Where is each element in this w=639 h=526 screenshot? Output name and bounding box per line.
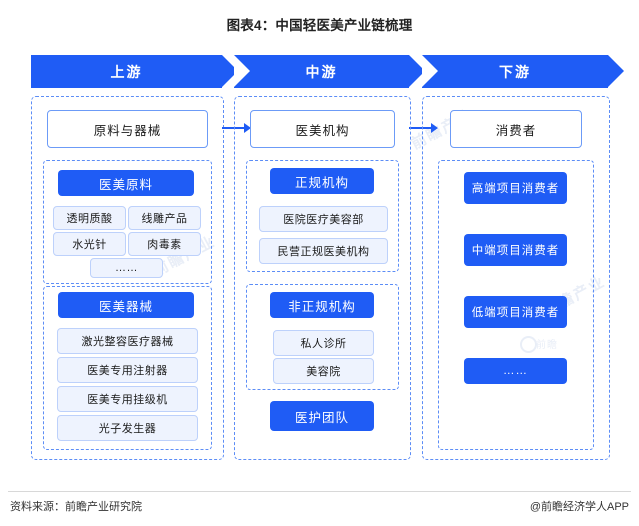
upstream-head-label: 原料与器械 xyxy=(93,123,162,138)
upstream-group-materials xyxy=(43,160,212,284)
midstream-informal-item-1: 美容院 xyxy=(273,358,374,384)
column-upstream xyxy=(31,96,224,460)
upstream-device-item-3: 光子发生器 xyxy=(57,415,198,441)
page-title: 图表4：中国轻医美产业链梳理 xyxy=(226,18,413,33)
upstream-material-item-2: 水光针 xyxy=(53,232,126,256)
upstream-materials-title-label: 医美原料 xyxy=(98,177,153,192)
downstream-head-box: 消费者 xyxy=(450,110,582,148)
upstream-device-label-1: 医美专用注射器 xyxy=(87,365,168,377)
downstream-group-consumers xyxy=(438,160,594,450)
connector-midstream-to-downstream xyxy=(409,123,438,133)
midstream-informal-title-label: 非正规机构 xyxy=(288,299,356,314)
connector-upstream-to-midstream xyxy=(222,123,251,133)
upstream-device-item-0: 激光整容医疗器械 xyxy=(57,328,198,354)
column-midstream xyxy=(234,96,411,460)
watermark-4: 前瞻 xyxy=(536,340,558,351)
banner-upstream: 上游 xyxy=(31,55,238,88)
upstream-material-label-2: 水光针 xyxy=(72,239,107,251)
upstream-device-label-2: 医美专用挂级机 xyxy=(87,394,168,406)
midstream-informal-label-0: 私人诊所 xyxy=(300,338,347,350)
midstream-informal-label-1: 美容院 xyxy=(306,366,341,378)
downstream-head-label: 消费者 xyxy=(495,123,537,138)
midstream-head-label: 医美机构 xyxy=(295,123,350,138)
upstream-materials-title: 医美原料 xyxy=(58,170,194,196)
midstream-formal-label-1: 民营正规医美机构 xyxy=(277,246,370,258)
downstream-consumer-label-3: …… xyxy=(503,365,528,377)
column-downstream xyxy=(422,96,610,460)
watermark-logo-icon xyxy=(520,336,537,353)
banner-downstream-label: 下游 xyxy=(499,63,531,80)
brand-note: @前瞻经济学人APP xyxy=(529,501,629,513)
downstream-consumer-label-2: 低端项目消费者 xyxy=(471,307,560,319)
midstream-group-formal xyxy=(246,160,399,272)
midstream-informal-title: 非正规机构 xyxy=(270,292,374,318)
midstream-formal-label-0: 医院医疗美容部 xyxy=(283,214,364,226)
downstream-consumer-label-0: 高端项目消费者 xyxy=(471,183,560,195)
downstream-consumer-0: 高端项目消费者 xyxy=(464,172,567,204)
upstream-group-devices xyxy=(43,286,212,450)
midstream-formal-item-1: 民营正规医美机构 xyxy=(259,238,388,264)
midstream-formal-title-label: 正规机构 xyxy=(294,175,349,190)
upstream-device-item-2: 医美专用挂级机 xyxy=(57,386,198,412)
upstream-material-label-1: 线雕产品 xyxy=(141,213,188,225)
upstream-head-box: 原料与器械 xyxy=(47,110,208,148)
banner-midstream-label: 中游 xyxy=(305,63,338,80)
midstream-team-box: 医护团队 xyxy=(270,401,374,431)
upstream-material-label-3: 肉毒素 xyxy=(147,239,182,251)
source-note: 资料来源：前瞻产业研究院 xyxy=(10,501,142,513)
upstream-material-item-1: 线雕产品 xyxy=(128,206,201,230)
midstream-formal-item-0: 医院医疗美容部 xyxy=(259,206,388,232)
footer-divider xyxy=(8,491,631,492)
banner-midstream: 中游 xyxy=(234,55,425,88)
midstream-head-box: 医美机构 xyxy=(250,110,395,148)
upstream-device-label-3: 光子发生器 xyxy=(98,423,157,435)
downstream-consumer-3: …… xyxy=(464,358,567,384)
upstream-material-label-0: 透明质酸 xyxy=(66,213,113,225)
downstream-consumer-2: 低端项目消费者 xyxy=(464,296,567,328)
midstream-formal-title: 正规机构 xyxy=(270,168,374,194)
upstream-devices-title-label: 医美器械 xyxy=(98,299,153,314)
banner-downstream: 下游 xyxy=(422,55,624,88)
midstream-group-informal xyxy=(246,284,399,390)
upstream-material-label-4: …… xyxy=(115,262,138,274)
upstream-material-item-4: …… xyxy=(90,258,163,278)
upstream-devices-title: 医美器械 xyxy=(58,292,194,318)
upstream-material-item-0: 透明质酸 xyxy=(53,206,126,230)
midstream-informal-item-0: 私人诊所 xyxy=(273,330,374,356)
upstream-device-label-0: 激光整容医疗器械 xyxy=(81,336,174,348)
banner-upstream-label: 上游 xyxy=(110,63,143,80)
midstream-team-label: 医护团队 xyxy=(294,410,349,425)
upstream-material-item-3: 肉毒素 xyxy=(128,232,201,256)
downstream-consumer-1: 中端项目消费者 xyxy=(464,234,567,266)
upstream-device-item-1: 医美专用注射器 xyxy=(57,357,198,383)
downstream-consumer-label-1: 中端项目消费者 xyxy=(471,245,560,257)
